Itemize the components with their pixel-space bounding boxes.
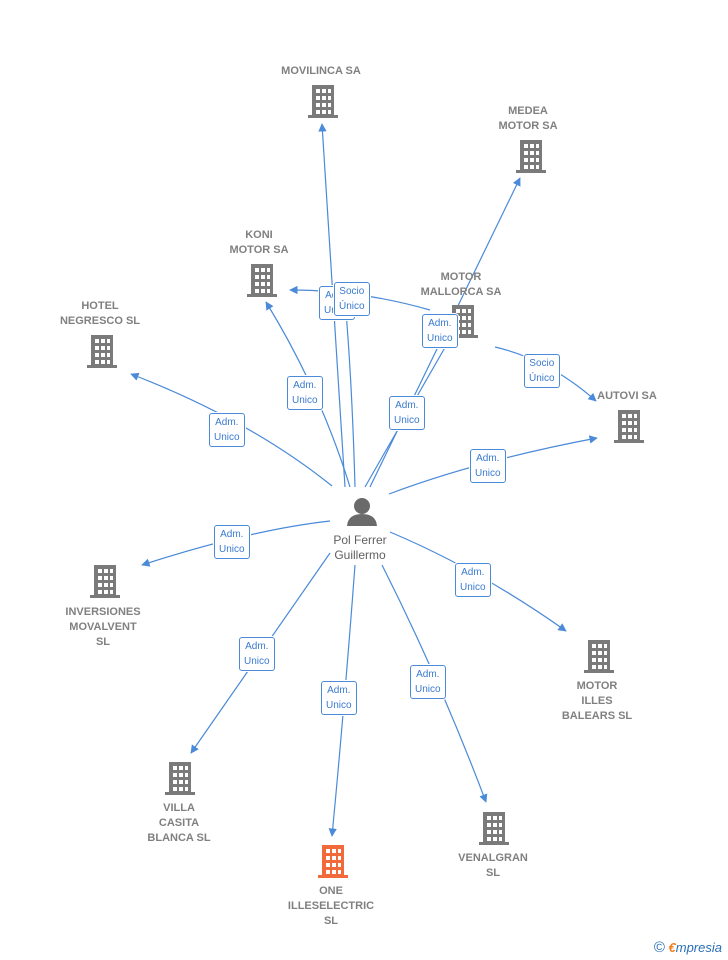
relation-line: Unico [415, 684, 441, 695]
relation-line: Adm. [476, 453, 500, 464]
person-icon[interactable] [347, 498, 377, 526]
building-icon-venalgran[interactable] [479, 812, 509, 845]
company-label-hotel[interactable]: HOTEL NEGRESCO SL [60, 299, 140, 329]
label-line: MOTOR SA [498, 120, 558, 132]
building-icon-one[interactable] [318, 845, 348, 878]
relation-line: Unico [326, 700, 352, 711]
relation-line: Unico [219, 544, 245, 555]
building-icon-illes[interactable] [584, 640, 614, 673]
relation-line: Unico [475, 468, 501, 479]
relation-line: Adm. [461, 567, 485, 578]
relation-line: Adm. [327, 685, 351, 696]
center-person-label[interactable]: Pol Ferrer Guillermo [333, 533, 386, 563]
relation-line: Socio [339, 286, 365, 297]
relation-line: Socio [529, 358, 555, 369]
label-line: MALLORCA SA [420, 286, 502, 298]
relation-line: Unico [460, 582, 486, 593]
building-icon-koni[interactable] [247, 264, 277, 297]
building-icon-autovi[interactable] [614, 410, 644, 443]
center-name-line2: Guillermo [334, 548, 386, 562]
label-line: MEDEA [508, 105, 548, 117]
label-line: ONE [319, 885, 343, 897]
label-line: ILLESELECTRIC [287, 900, 375, 912]
building-icon-villa[interactable] [165, 762, 195, 795]
relation-box-autovi[interactable]: Adm. Unico [470, 449, 506, 483]
brand-initial: € [668, 940, 676, 955]
relation-line: Adm. [245, 641, 269, 652]
relation-box-illes[interactable]: Adm. Unico [455, 563, 491, 597]
relation-box-koni[interactable]: Adm. Unico [287, 376, 323, 410]
company-label-mallorca[interactable]: MOTOR MALLORCA SA [421, 270, 502, 300]
label-line: SL [485, 867, 501, 879]
building-icon-hotel[interactable] [87, 335, 117, 368]
relation-box-venalgran[interactable]: Adm. Unico [410, 665, 446, 699]
label-line: MOTOR [576, 680, 618, 692]
label-line: BALEARS SL [561, 710, 633, 722]
label-line: INVERSIONES [65, 606, 141, 618]
relation-line: Unico [394, 415, 420, 426]
empresia-logo[interactable]: © €mpresia [654, 939, 722, 956]
relation-line: Adm. [215, 417, 239, 428]
relation-line: Unico [214, 432, 240, 443]
label-line: VENALGRAN [458, 852, 528, 864]
company-label-villa[interactable]: VILLA CASITA BLANCA SL [147, 801, 210, 846]
relation-line: Adm. [293, 380, 317, 391]
relation-line: Único [339, 301, 365, 312]
label-line: HOTEL [81, 300, 119, 312]
company-label-one[interactable]: ONE ILLESELECTRIC SL [288, 884, 374, 929]
relation-line: Unico [427, 333, 453, 344]
relation-line: Adm. [416, 669, 440, 680]
label-line: MOTOR [440, 271, 482, 283]
label-line: MOVILINCA SA [281, 65, 361, 77]
relation-line: Adm. [220, 529, 244, 540]
relation-line: Adm. [395, 400, 419, 411]
label-line: VILLA [163, 802, 195, 814]
relation-box-medea[interactable]: Adm. Unico [389, 396, 425, 430]
company-label-inversiones[interactable]: INVERSIONES MOVALVENT SL [65, 605, 140, 650]
relation-box-inversiones[interactable]: Adm. Unico [214, 525, 250, 559]
company-label-autovi[interactable]: AUTOVI SA [597, 389, 657, 404]
relation-line: Adm. [428, 318, 452, 329]
center-name-line1: Pol Ferrer [333, 533, 387, 547]
relation-box-mallorca[interactable]: Adm. Unico [422, 314, 458, 348]
relation-box-villa[interactable]: Adm. Unico [239, 637, 275, 671]
relation-line: Unico [244, 656, 270, 667]
label-line: CASITA [158, 817, 200, 829]
relation-box-hotel[interactable]: Adm. Unico [209, 413, 245, 447]
relation-box-one[interactable]: Adm. Unico [321, 681, 357, 715]
brand-rest: mpresia [675, 940, 722, 955]
copyright-icon: © [653, 939, 665, 956]
company-label-venalgran[interactable]: VENALGRAN SL [458, 851, 528, 881]
company-label-illes[interactable]: MOTOR ILLES BALEARS SL [562, 679, 632, 724]
building-icon-medea[interactable] [516, 140, 546, 173]
company-label-koni[interactable]: KONI MOTOR SA [229, 228, 288, 258]
company-label-medea[interactable]: MEDEA MOTOR SA [498, 104, 557, 134]
label-line: SL [323, 915, 339, 927]
label-line: BLANCA SL [147, 832, 211, 844]
edge-movilinca-back [344, 299, 356, 488]
label-line: MOVALVENT [69, 621, 137, 633]
company-label-movilinca[interactable]: MOVILINCA SA [281, 64, 361, 79]
label-line: NEGRESCO SL [59, 315, 141, 327]
building-icon-movilinca[interactable] [308, 85, 338, 118]
label-line: KONI [245, 229, 273, 241]
relation-line: Unico [292, 395, 318, 406]
label-line: SL [95, 636, 111, 648]
label-line: MOTOR SA [229, 244, 289, 256]
label-line: ILLES [581, 695, 613, 707]
relation-box-movilinca[interactable]: Socio Único [334, 282, 370, 316]
relation-line: Único [529, 373, 555, 384]
label-line: AUTOVI SA [597, 390, 657, 402]
building-icon-inversiones[interactable] [90, 565, 120, 598]
relation-box-autovi-socio[interactable]: Socio Único [524, 354, 560, 388]
